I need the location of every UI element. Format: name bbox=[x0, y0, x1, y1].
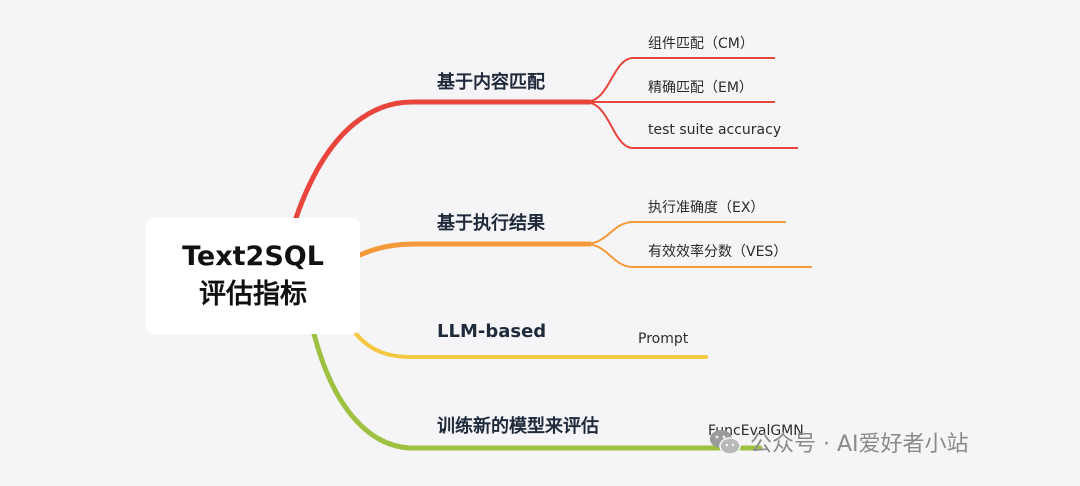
leaf-ex[interactable]: 执行准确度（EX） bbox=[648, 200, 765, 216]
leaf-prompt[interactable]: Prompt bbox=[638, 331, 689, 347]
leaf-funcevalgmn[interactable]: FuncEvalGMN bbox=[708, 423, 804, 439]
wechat-icon bbox=[708, 427, 742, 457]
leaf-test-suite-accuracy[interactable]: test suite accuracy bbox=[648, 122, 782, 138]
root-subtitle: 评估指标 bbox=[199, 279, 307, 310]
branch-connector-train-model bbox=[311, 331, 763, 451]
leaf-cm[interactable]: 组件匹配（CM） bbox=[648, 36, 754, 52]
branch-label-llm-based[interactable]: LLM-based bbox=[437, 321, 547, 342]
watermark-text: 公众号 · AI爱好者小站 bbox=[750, 432, 969, 457]
leaf-ves[interactable]: 有效效率分数（VES） bbox=[648, 244, 788, 260]
branch-connector-llm bbox=[354, 332, 708, 359]
branch-label-train-model[interactable]: 训练新的模型来评估 bbox=[437, 416, 599, 437]
leaf-connector-ex bbox=[584, 221, 786, 245]
branch-connector-exec-result bbox=[357, 241, 593, 258]
leaf-em[interactable]: 精确匹配（EM） bbox=[648, 80, 753, 96]
branch-label-exec-result[interactable]: 基于执行结果 bbox=[437, 213, 545, 234]
branch-label-content-match[interactable]: 基于内容匹配 bbox=[437, 72, 545, 93]
watermark: 公众号 · AI爱好者小站 bbox=[708, 426, 969, 458]
leaf-connector-test-suite bbox=[584, 101, 798, 149]
leaf-connector-cm bbox=[584, 57, 775, 103]
branch-connector-content-match bbox=[293, 99, 593, 221]
leaf-connector-ves bbox=[584, 243, 812, 268]
root-node[interactable]: Text2SQL 评估指标 bbox=[146, 218, 360, 334]
root-title: Text2SQL bbox=[182, 241, 324, 272]
